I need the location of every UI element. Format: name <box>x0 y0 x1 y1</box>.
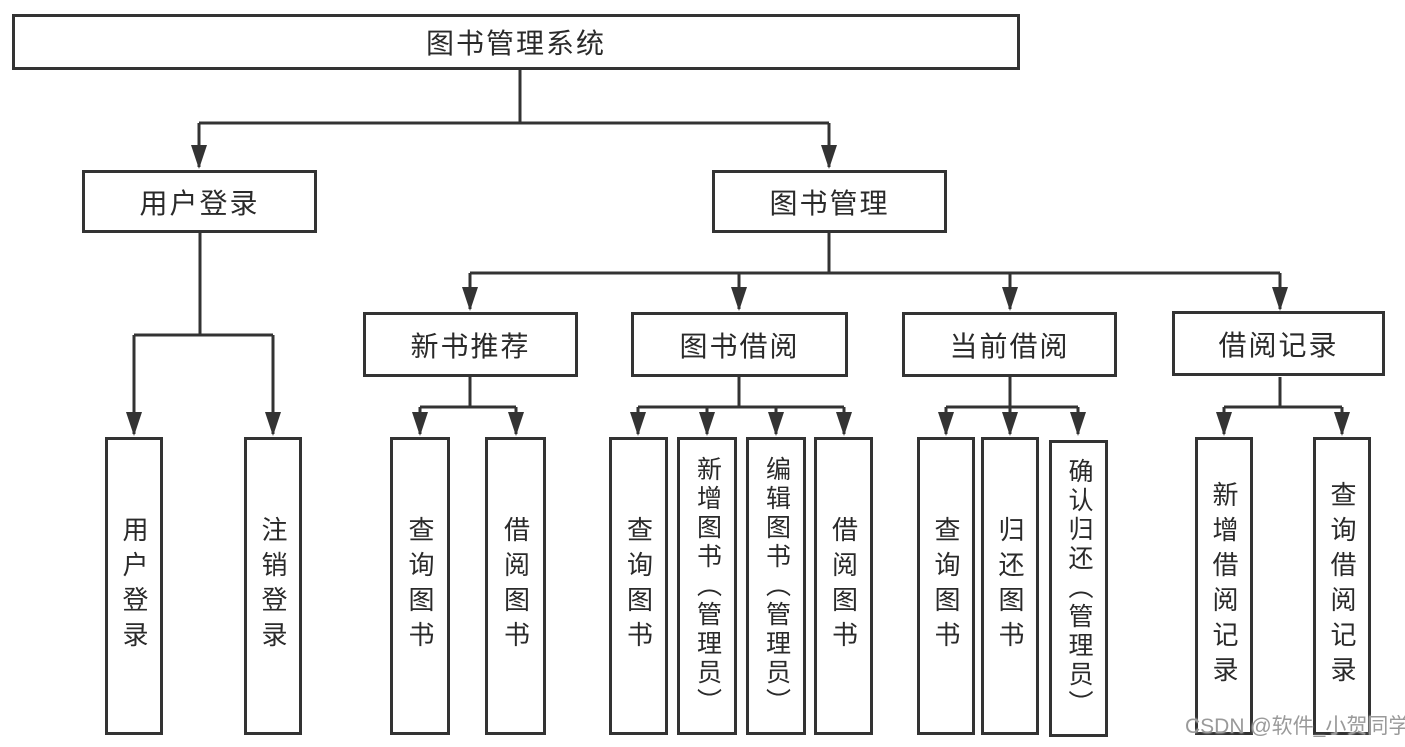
node-leaf-borrow-books-2-label: 借阅图书 <box>828 516 859 656</box>
node-leaf-add-borrow-record-label: 新增借阅记录 <box>1209 481 1239 691</box>
node-current-borrowing: 当前借阅 <box>902 312 1117 377</box>
node-leaf-borrow-books-1: 借阅图书 <box>485 437 546 735</box>
node-user-login-branch-label: 用户登录 <box>139 187 260 219</box>
node-leaf-edit-book-admin-label: 编辑图书（管理员） <box>762 455 791 717</box>
node-leaf-user-login: 用户登录 <box>105 437 163 735</box>
node-leaf-query-books-2-label: 查询图书 <box>623 516 654 656</box>
csdn-watermark: CSDN @软件_小贺同学 <box>1185 715 1405 738</box>
node-root: 图书管理系统 <box>12 14 1020 70</box>
node-leaf-query-books-3-label: 查询图书 <box>931 516 961 656</box>
node-leaf-return-books: 归还图书 <box>981 437 1039 735</box>
node-leaf-query-borrow-record-label: 查询借阅记录 <box>1327 481 1357 691</box>
node-leaf-add-book-admin: 新增图书（管理员） <box>677 437 737 735</box>
node-root-label: 图书管理系统 <box>425 28 606 59</box>
node-leaf-query-books-1-label: 查询图书 <box>405 516 435 656</box>
node-leaf-add-book-admin-label: 新增图书（管理员） <box>693 455 722 717</box>
node-book-management: 图书管理 <box>712 170 947 233</box>
node-leaf-query-books-2: 查询图书 <box>609 437 668 735</box>
node-borrow-records: 借阅记录 <box>1172 311 1385 376</box>
node-new-book-recommend: 新书推荐 <box>363 312 578 377</box>
node-leaf-borrow-books-2: 借阅图书 <box>814 437 873 735</box>
node-current-borrowing-label: 当前借阅 <box>949 330 1070 362</box>
node-leaf-query-borrow-record: 查询借阅记录 <box>1313 437 1371 735</box>
node-leaf-edit-book-admin: 编辑图书（管理员） <box>746 437 806 735</box>
node-leaf-borrow-books-1-label: 借阅图书 <box>500 516 531 656</box>
node-leaf-user-login-label: 用户登录 <box>119 516 149 656</box>
node-leaf-confirm-return-admin-label: 确认归还（管理员） <box>1065 458 1093 719</box>
node-new-book-recommend-label: 新书推荐 <box>410 330 531 362</box>
node-borrow-records-label: 借阅记录 <box>1218 329 1339 361</box>
node-leaf-confirm-return-admin: 确认归还（管理员） <box>1049 440 1108 737</box>
node-leaf-query-books-1: 查询图书 <box>390 437 450 735</box>
node-leaf-logout: 注销登录 <box>244 437 302 735</box>
node-leaf-logout-label: 注销登录 <box>258 516 288 656</box>
node-user-login-branch: 用户登录 <box>82 170 317 233</box>
node-book-management-label: 图书管理 <box>769 187 890 219</box>
node-leaf-return-books-label: 归还图书 <box>995 516 1025 656</box>
node-leaf-add-borrow-record: 新增借阅记录 <box>1195 437 1253 735</box>
node-leaf-query-books-3: 查询图书 <box>917 437 975 735</box>
node-book-borrowing-label: 图书借阅 <box>679 330 800 362</box>
node-book-borrowing: 图书借阅 <box>631 312 848 377</box>
